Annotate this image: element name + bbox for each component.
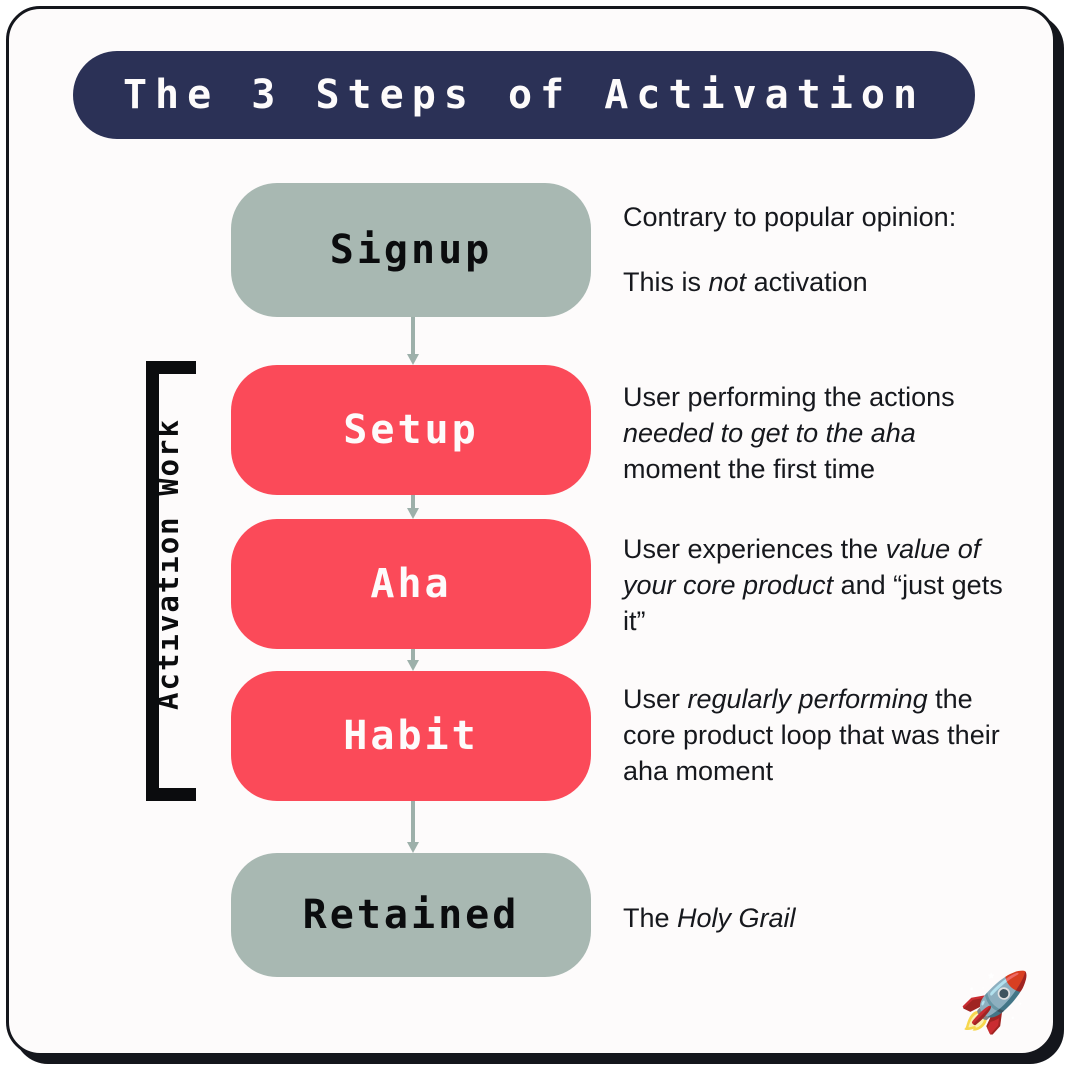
description-emphasis: Holy Grail xyxy=(677,903,796,933)
description-suffix: and “just gets it” xyxy=(623,570,1003,636)
flow-node-aha[interactable]: Aha xyxy=(231,519,591,649)
description-line-2-prefix: This is xyxy=(623,267,709,297)
arrow-head xyxy=(407,508,419,519)
bracket-vertical-bar xyxy=(146,361,159,801)
arrow-stem xyxy=(411,649,415,662)
description-spacer xyxy=(623,235,1015,264)
infographic-card: The 3 Steps of Activation Signup Setup A… xyxy=(6,6,1056,1056)
description-line-1: Contrary to popular opinion: xyxy=(623,202,957,232)
flow-node-label: Retained xyxy=(302,892,520,938)
arrow-head xyxy=(407,842,419,853)
description-signup: Contrary to popular opinion: This is not… xyxy=(623,199,1015,300)
arrow-stem xyxy=(411,801,415,844)
arrow-down-icon xyxy=(407,495,419,519)
arrow-down-icon xyxy=(407,649,419,671)
description-line-2-suffix: activation xyxy=(746,267,868,297)
description-line-2-emphasis: not xyxy=(708,267,747,297)
arrow-stem xyxy=(411,317,415,356)
bracket-top-arm xyxy=(146,361,196,374)
description-prefix: User experiences the xyxy=(623,534,886,564)
flow-node-retained[interactable]: Retained xyxy=(231,853,591,977)
activation-work-label: Activation Work xyxy=(151,418,185,710)
rocket-icon: 🚀 xyxy=(958,968,1031,1036)
arrow-head xyxy=(407,660,419,671)
title-banner: The 3 Steps of Activation xyxy=(73,51,975,139)
description-prefix: User performing the actions xyxy=(623,382,955,412)
arrow-down-icon xyxy=(407,317,419,365)
flow-node-label: Signup xyxy=(329,227,493,273)
flow-node-setup[interactable]: Setup xyxy=(231,365,591,495)
activation-work-bracket: Activation Work xyxy=(146,361,196,801)
flow-node-label: Aha xyxy=(370,561,452,607)
description-emphasis: regularly performing xyxy=(687,684,928,714)
arrow-stem xyxy=(411,495,415,510)
flow-node-label: Setup xyxy=(343,407,479,453)
description-habit: User regularly performing the core produ… xyxy=(623,681,1015,789)
arrow-down-icon xyxy=(407,801,419,853)
description-emphasis: needed to get to the aha xyxy=(623,418,916,448)
description-prefix: The xyxy=(623,903,678,933)
bracket-bottom-arm xyxy=(146,788,196,801)
flow-node-habit[interactable]: Habit xyxy=(231,671,591,801)
arrow-head xyxy=(407,354,419,365)
description-aha: User experiences the value of your core … xyxy=(623,531,1015,639)
description-retained: The Holy Grail xyxy=(623,900,1015,936)
flow-node-signup[interactable]: Signup xyxy=(231,183,591,317)
description-suffix: moment the first time xyxy=(623,454,876,484)
description-suffix: the core product loop that was their aha… xyxy=(623,684,1000,786)
page-title: The 3 Steps of Activation xyxy=(122,72,926,118)
description-setup: User performing the actions needed to ge… xyxy=(623,379,1015,487)
flow-node-label: Habit xyxy=(343,713,479,759)
description-prefix: User xyxy=(623,684,688,714)
description-emphasis: value of your core product xyxy=(623,534,981,600)
